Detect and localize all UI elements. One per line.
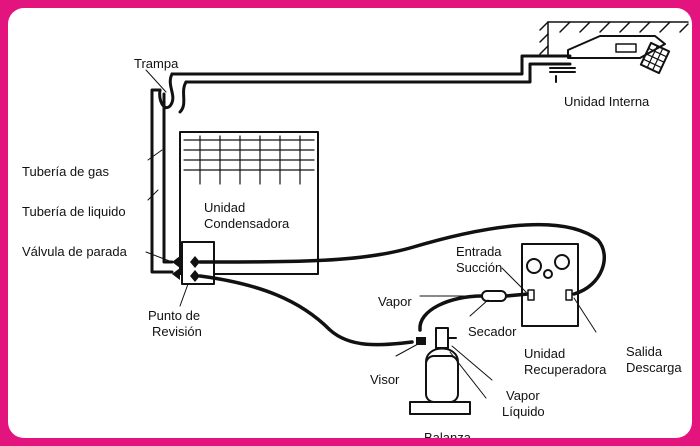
label-unidad-interna: Unidad Interna bbox=[564, 94, 650, 109]
label-punto-revision-line1: Punto de bbox=[148, 308, 201, 323]
label-vapor-top: Vapor bbox=[378, 294, 412, 309]
label-entrada-succion-line1: Entrada bbox=[456, 244, 502, 259]
label-liquido: Líquido bbox=[502, 404, 545, 419]
label-unidad-condensadora-line1: Unidad bbox=[204, 200, 246, 215]
diagram-frame: Trampa Unidad Interna Tubería de gas Tub… bbox=[8, 8, 692, 438]
wall-hatching bbox=[539, 21, 689, 55]
recovery-cylinder bbox=[409, 327, 471, 415]
label-entrada-succion-line2: Succión bbox=[456, 260, 503, 275]
gas-and-liquid-pipes bbox=[150, 54, 572, 274]
label-secador: Secador bbox=[468, 324, 517, 339]
service-valve-icons bbox=[172, 256, 200, 282]
indoor-unit bbox=[549, 35, 671, 83]
leader-lines bbox=[145, 69, 597, 399]
label-punto-revision-line2: Revisión bbox=[152, 324, 202, 339]
label-unidad-recuperadora-line1: Unidad bbox=[524, 346, 566, 361]
label-unidad-condensadora-line2: Condensadora bbox=[204, 216, 290, 231]
label-vapor-bottom: Vapor bbox=[506, 388, 540, 403]
label-valvula-parada: Válvula de parada bbox=[22, 244, 127, 259]
dryer-icon bbox=[481, 290, 507, 302]
label-salida-descarga-line2: Descarga bbox=[626, 360, 682, 375]
label-balanza: Balanza bbox=[424, 430, 471, 438]
label-visor: Visor bbox=[370, 372, 400, 387]
condenser-unit bbox=[179, 131, 319, 285]
refrigerant-recovery-diagram bbox=[145, 21, 689, 415]
hoses bbox=[198, 222, 607, 347]
recovery-unit bbox=[521, 243, 579, 327]
label-trampa: Trampa bbox=[134, 56, 179, 71]
label-tuberia-liquido: Tubería de liquido bbox=[22, 204, 126, 219]
label-tuberia-gas: Tubería de gas bbox=[22, 164, 109, 179]
label-salida-descarga-line1: Salida bbox=[626, 344, 663, 359]
label-unidad-recuperadora-line2: Recuperadora bbox=[524, 362, 607, 377]
indoor-fan-icon bbox=[639, 41, 671, 75]
